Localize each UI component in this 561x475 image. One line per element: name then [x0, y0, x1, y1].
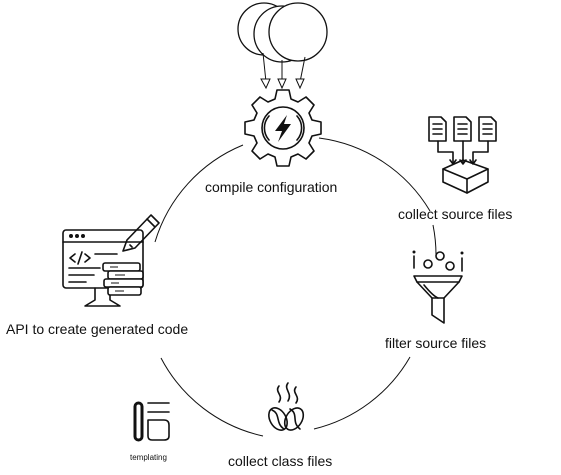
- gear-inner-ring: [261, 106, 305, 150]
- document-left-icon: [428, 116, 447, 142]
- label-templating: templating: [130, 453, 167, 462]
- code-window-frame: [62, 229, 144, 289]
- funnel-inner-curve: [423, 284, 439, 299]
- code-window-pencil-icon: [62, 214, 160, 307]
- collection-box-top: [442, 159, 489, 180]
- filter-input-circle-3: [445, 261, 455, 271]
- config-source-circle-front: [268, 2, 328, 62]
- config-arrow-right-line: [299, 56, 306, 83]
- config-arrow-right-head: [295, 78, 305, 90]
- gear-inner-ring-left-arc: [263, 115, 270, 141]
- config-arrow-left-head: [260, 78, 271, 90]
- filter-input-dot-2: [460, 251, 464, 255]
- code-stack-block-2: [107, 270, 144, 280]
- gear-bolt-icon: [244, 89, 322, 167]
- window-dot-2: [75, 234, 79, 238]
- templating-right-blocks: [147, 402, 170, 441]
- label-collect-class-files: collect class files: [228, 453, 332, 469]
- code-stack: [102, 262, 144, 296]
- coffee-beans-icon: [268, 382, 305, 431]
- steam-line-2: [285, 382, 291, 402]
- label-filter-source-files: filter source files: [385, 335, 486, 351]
- documents-to-box-icon: [428, 116, 497, 194]
- templating-icon: [133, 401, 170, 442]
- config-arrow-middle-head: [277, 78, 287, 90]
- screen-stand: [84, 287, 121, 307]
- coffee-bean-right: [283, 407, 305, 431]
- config-input-arrows: [260, 52, 306, 90]
- gear-outline: [244, 89, 322, 167]
- config-arrow-left-line: [262, 52, 267, 83]
- code-symbol-icon: [69, 251, 91, 265]
- document-right-icon: [478, 116, 497, 142]
- filter-input-dot-1: [412, 250, 416, 254]
- coffee-bean-right-seam: [289, 408, 301, 430]
- code-stack-block-3: [103, 278, 144, 288]
- code-stack-block-4: [107, 286, 142, 296]
- gear-inner-ring-right-arc: [296, 115, 303, 141]
- documents-down-arrow-right: [472, 140, 489, 164]
- lightning-bolt-icon: [275, 115, 291, 142]
- flow-arc-class-files-to-api: [160, 357, 264, 437]
- steam-line-3: [293, 386, 299, 404]
- document-left-outline: [428, 116, 447, 142]
- pencil-icon: [122, 214, 160, 252]
- coffee-bean-left-seam: [271, 409, 285, 430]
- documents-down-arrow-left: [437, 140, 454, 164]
- filter-input-circle-2: [435, 251, 445, 261]
- label-api-to-create-generated-code: API to create generated code: [6, 321, 188, 337]
- funnel-outline: [413, 275, 463, 324]
- stacked-circles-icon: [237, 2, 328, 63]
- document-middle-icon: [453, 116, 472, 142]
- code-stack-block-1: [102, 262, 141, 272]
- steam-line-1: [276, 385, 282, 403]
- filter-input-circle-1: [423, 259, 433, 269]
- flow-arc-filter-to-class-files: [313, 356, 411, 430]
- flow-arc-api-to-config: [154, 144, 244, 243]
- funnel-icon: [412, 250, 464, 324]
- label-collect-source-files: collect source files: [398, 206, 512, 222]
- window-dot-3: [81, 234, 85, 238]
- flow-arc-config-to-sources: [318, 137, 431, 212]
- document-middle-outline: [453, 116, 472, 142]
- flow-cycle-arcs: [154, 137, 437, 437]
- window-dot-1: [69, 234, 73, 238]
- label-compile-configuration: compile configuration: [205, 179, 337, 195]
- templating-left-bar: [133, 401, 144, 442]
- flow-arc-sources-to-filter: [432, 224, 437, 256]
- document-right-outline: [478, 116, 497, 142]
